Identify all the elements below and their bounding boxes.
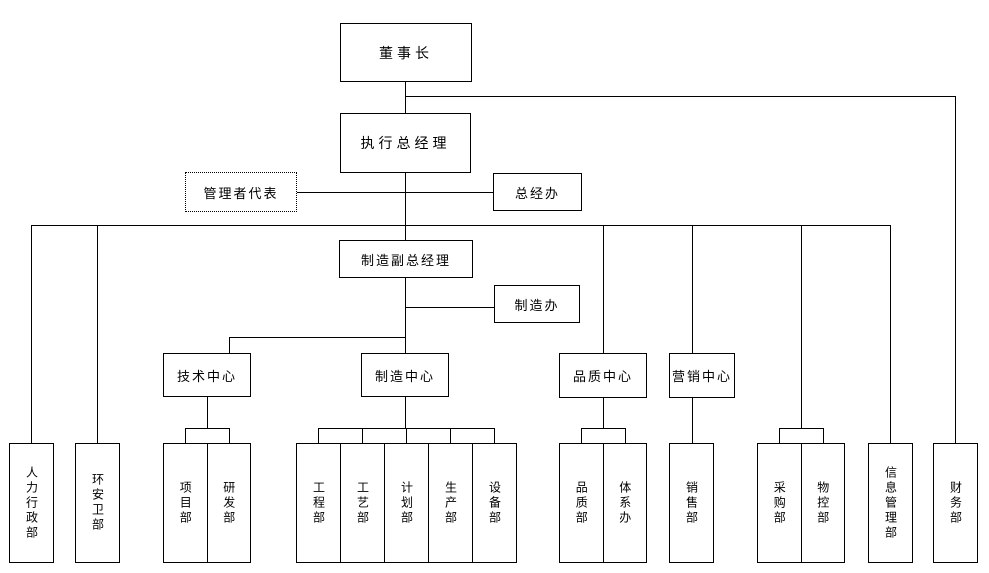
connector-leg-production — [450, 428, 451, 443]
node-material-control-dept: 物控部 — [800, 444, 845, 562]
node-quality-dept: 品质部 — [574, 480, 589, 526]
node-planning-dept: 计划部 — [384, 444, 428, 562]
group-manufacturing-depts: 工程部 工艺部 计划部 生产部 设备部 — [296, 443, 517, 563]
connector-mgmtrep-gmoffice — [296, 192, 494, 193]
connector-execgm-deputygm — [405, 172, 406, 240]
connector-infomgmt-drop — [890, 225, 891, 443]
node-sales-dept: 销售部 — [669, 443, 714, 563]
connector-mfgcenter-down — [405, 397, 406, 428]
group-supply-depts: 采购部 物控部 — [757, 443, 845, 563]
connector-marketing-sales — [692, 397, 693, 443]
connector-mfgoffice-branch — [405, 307, 494, 308]
connector-techcenter-down — [207, 397, 208, 428]
connector-leg-process — [362, 428, 363, 443]
connector-qualitycenter-down — [603, 397, 604, 428]
connector-finance-drop — [955, 96, 956, 443]
node-system-office: 体系办 — [602, 444, 647, 562]
connector-leg-engineering — [318, 428, 319, 443]
node-hr-admin-dept: 人力行政部 — [9, 443, 54, 563]
connector-chairman-execgm — [405, 81, 406, 113]
connector-quality-bracket — [581, 428, 626, 429]
connector-ehs-drop — [97, 225, 98, 443]
connector-leg-purchasing — [779, 428, 780, 443]
node-executive-gm: 执行总经理 — [340, 113, 471, 173]
node-manufacturing-office: 制造办 — [494, 285, 580, 323]
group-quality-depts: 品质部 体系办 — [559, 443, 647, 563]
node-info-mgmt-dept: 信息管理部 — [868, 443, 913, 563]
connector-techcenter-branch — [229, 337, 406, 338]
connector-deputygm-mfgcenter — [405, 277, 406, 353]
connector-leg-equipment — [494, 428, 495, 443]
connector-purch-bracket — [779, 428, 824, 429]
node-equipment-dept: 设备部 — [472, 444, 516, 562]
connector-marketingcenter-drop — [692, 225, 693, 353]
node-chairman: 董事长 — [340, 23, 472, 82]
node-gm-office: 总经办 — [493, 173, 582, 211]
connector-department-rail — [31, 225, 891, 226]
node-technical-center: 技术中心 — [163, 353, 251, 397]
group-tech-depts: 项目部 研发部 — [163, 443, 251, 563]
connector-leg-planning — [406, 428, 407, 443]
connector-techcenter-stub — [229, 337, 230, 353]
node-management-representative: 管理者代表 — [185, 172, 297, 212]
node-project-dept: 项目部 — [178, 480, 193, 526]
node-rnd-dept: 研发部 — [206, 444, 251, 562]
connector-leg-materialcontrol — [823, 428, 824, 443]
connector-leg-systemoffice — [625, 428, 626, 443]
connector-qualitycenter-drop — [603, 225, 604, 353]
node-quality-center: 品质中心 — [559, 353, 647, 398]
node-purchasing-dept: 采购部 — [772, 480, 787, 526]
node-finance-dept: 财务部 — [933, 443, 978, 563]
node-manufacturing-deputy-gm: 制造副总经理 — [339, 240, 473, 278]
connector-hradmin-drop — [31, 225, 32, 443]
connector-leg-rnd — [229, 428, 230, 443]
node-marketing-center: 营销中心 — [669, 353, 735, 398]
connector-chairman-finance-rail — [405, 96, 956, 97]
node-ehs-dept: 环安卫部 — [75, 443, 120, 563]
node-process-dept: 工艺部 — [340, 444, 384, 562]
connector-leg-qualitydept — [581, 428, 582, 443]
connector-purchasing-drop — [801, 225, 802, 428]
node-production-dept: 生产部 — [428, 444, 472, 562]
connector-leg-project — [185, 428, 186, 443]
connector-tech-bracket — [185, 428, 230, 429]
node-engineering-dept: 工程部 — [311, 480, 326, 526]
node-manufacturing-center: 制造中心 — [361, 353, 449, 397]
